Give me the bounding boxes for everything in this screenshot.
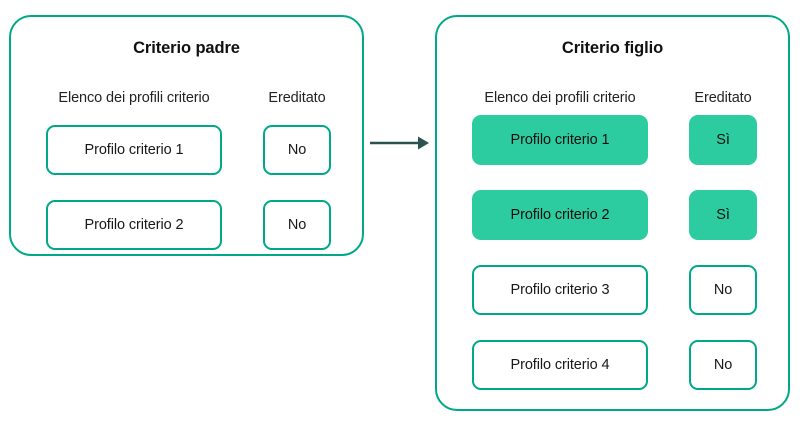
column-header-profiles: Elenco dei profili criterio	[484, 90, 636, 106]
column-header-inherited: Ereditato	[268, 90, 326, 106]
inherited-box[interactable]: Sì	[689, 115, 757, 165]
panel-title-parent: Criterio padre	[133, 39, 240, 57]
inherited-box[interactable]: No	[689, 265, 757, 315]
column-headers-parent: Elenco dei profili criterio Ereditato	[11, 90, 362, 110]
panel-title-child: Criterio figlio	[561, 39, 664, 57]
rows-parent: Profilo criterio 1 No Profilo criterio 2…	[11, 17, 362, 254]
table-row: Profilo criterio 1 No	[11, 125, 362, 175]
profile-box[interactable]: Profilo criterio 2	[472, 190, 648, 240]
table-row: Profilo criterio 2 Sì	[437, 190, 788, 240]
arrow-right-icon	[370, 133, 430, 153]
profile-box[interactable]: Profilo criterio 4	[472, 340, 648, 390]
inherited-box[interactable]: No	[689, 340, 757, 390]
inherited-box[interactable]: No	[263, 125, 331, 175]
table-row: Profilo criterio 4 No	[437, 340, 788, 390]
inherited-box[interactable]: Sì	[689, 190, 757, 240]
profile-box[interactable]: Profilo criterio 2	[46, 200, 222, 250]
profile-box[interactable]: Profilo criterio 1	[472, 115, 648, 165]
column-headers-child: Elenco dei profili criterio Ereditato	[437, 90, 788, 110]
column-header-inherited: Ereditato	[694, 90, 752, 106]
column-header-profiles: Elenco dei profili criterio	[58, 90, 210, 106]
profile-box[interactable]: Profilo criterio 3	[472, 265, 648, 315]
table-row: Profilo criterio 1 Sì	[437, 115, 788, 165]
rows-child: Profilo criterio 1 Sì Profilo criterio 2…	[437, 17, 788, 409]
inherited-box[interactable]: No	[263, 200, 331, 250]
profile-box[interactable]: Profilo criterio 1	[46, 125, 222, 175]
table-row: Profilo criterio 3 No	[437, 265, 788, 315]
panel-criterio-figlio: Criterio figlio Elenco dei profili crite…	[435, 15, 790, 411]
table-row: Profilo criterio 2 No	[11, 200, 362, 250]
panel-criterio-padre: Criterio padre Elenco dei profili criter…	[9, 15, 364, 256]
